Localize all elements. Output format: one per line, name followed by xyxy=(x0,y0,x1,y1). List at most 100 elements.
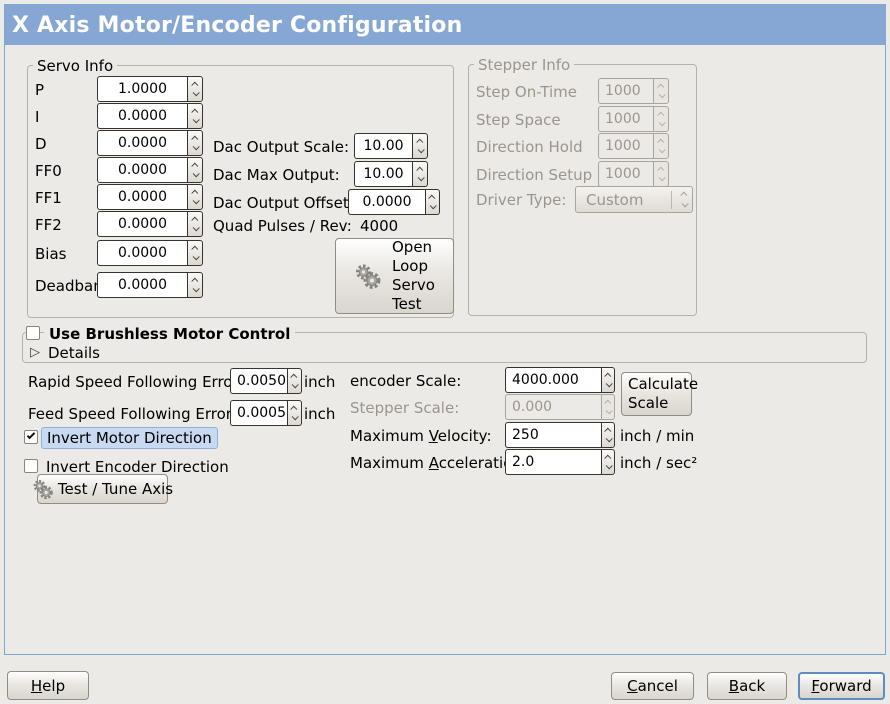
chevron-up-icon xyxy=(656,166,664,174)
chevron-down-icon xyxy=(192,116,200,124)
d-input[interactable]: 0.0000 xyxy=(97,130,187,156)
test-tune-axis-button[interactable]: Test / Tune Axis xyxy=(33,474,173,504)
chevron-down-icon xyxy=(192,197,200,205)
spin-buttons[interactable] xyxy=(187,76,203,102)
p-input[interactable]: 1.0000 xyxy=(97,76,187,102)
chevron-down-icon xyxy=(192,224,200,232)
chevron-up-icon xyxy=(603,427,611,435)
rapid-following-error-input[interactable]: 0.0050 xyxy=(230,368,287,394)
ff2-label: FF2 xyxy=(35,216,62,234)
dac-max-output-input[interactable]: 10.00 xyxy=(354,161,412,187)
deadband-input[interactable]: 0.0000 xyxy=(97,272,187,298)
ff2-spinbox[interactable]: 0.0000 xyxy=(97,211,203,237)
chevron-up-icon xyxy=(190,135,198,143)
spin-buttons[interactable] xyxy=(187,103,203,129)
ff1-spinbox[interactable]: 0.0000 xyxy=(97,184,203,210)
invert-encoder-label[interactable]: Invert Encoder Direction xyxy=(46,458,229,476)
chevron-up-icon xyxy=(190,216,198,224)
details-expander-label[interactable]: Details xyxy=(48,344,101,362)
bias-input[interactable]: 0.0000 xyxy=(97,240,187,266)
ff0-label: FF0 xyxy=(35,162,62,180)
chevron-down-icon xyxy=(291,381,299,389)
bias-spinbox[interactable]: 0.0000 xyxy=(97,240,203,266)
maximum-velocity-unit: inch / min xyxy=(620,427,695,445)
rapid-following-error-unit: inch xyxy=(304,373,336,391)
chevron-up-icon xyxy=(428,194,436,202)
ff2-input[interactable]: 0.0000 xyxy=(97,211,187,237)
maximum-velocity-label: Maximum Velocity: xyxy=(350,427,492,445)
ff0-spinbox[interactable]: 0.0000 xyxy=(97,157,203,183)
p-spinbox[interactable]: 1.0000 xyxy=(97,76,203,102)
encoder-scale-spinbox[interactable]: 4000.000 xyxy=(505,367,615,393)
maximum-velocity-spinbox[interactable]: 250 xyxy=(505,422,615,448)
ff0-input[interactable]: 0.0000 xyxy=(97,157,187,183)
d-spinbox[interactable]: 0.0000 xyxy=(97,130,203,156)
spin-buttons[interactable] xyxy=(412,161,428,187)
maximum-acceleration-input[interactable]: 2.0 xyxy=(505,449,601,475)
chevron-up-icon xyxy=(190,245,198,253)
deadband-spinbox[interactable]: 0.0000 xyxy=(97,272,203,298)
chevron-down-icon xyxy=(605,407,613,415)
invert-motor-label[interactable]: Invert Motor Direction xyxy=(41,427,218,449)
forward-button[interactable]: Forward xyxy=(798,672,885,700)
stepper-info-frame xyxy=(468,64,697,316)
expander-triangle-icon[interactable]: ▷ xyxy=(30,345,40,360)
open-loop-button-label: Open Loop Servo Test xyxy=(392,238,435,313)
spin-buttons[interactable] xyxy=(412,133,428,159)
chevron-down-icon xyxy=(417,146,425,154)
i-input[interactable]: 0.0000 xyxy=(97,103,187,129)
spin-buttons[interactable] xyxy=(601,367,615,393)
spin-buttons[interactable] xyxy=(187,130,203,156)
dac-max-output-spinbox[interactable]: 10.00 xyxy=(354,161,428,187)
feed-following-error-input[interactable]: 0.0005 xyxy=(230,400,287,426)
feed-following-error-unit: inch xyxy=(304,405,336,423)
spin-buttons[interactable] xyxy=(187,211,203,237)
direction-setup-label: Direction Setup xyxy=(476,166,593,184)
cancel-button-label: Cancel xyxy=(627,677,678,695)
spin-buttons xyxy=(653,78,669,104)
spin-buttons[interactable] xyxy=(187,157,203,183)
dac-output-offset-spinbox[interactable]: 0.0000 xyxy=(348,189,440,215)
d-label: D xyxy=(35,135,47,153)
spin-buttons[interactable] xyxy=(601,449,615,475)
calculate-scale-label: Calculate Scale xyxy=(628,375,699,412)
encoder-scale-input[interactable]: 4000.000 xyxy=(505,367,601,393)
gears-icon xyxy=(356,264,381,289)
driver-type-value: Custom xyxy=(586,190,644,209)
maximum-velocity-input[interactable]: 250 xyxy=(505,422,601,448)
spin-buttons[interactable] xyxy=(287,368,302,394)
back-button[interactable]: Back xyxy=(707,672,787,700)
servo-info-frame xyxy=(27,65,454,318)
gears-icon xyxy=(33,479,53,500)
chevron-down-icon xyxy=(658,119,666,127)
ff1-input[interactable]: 0.0000 xyxy=(97,184,187,210)
spin-buttons[interactable] xyxy=(287,400,302,426)
spin-buttons[interactable] xyxy=(187,240,203,266)
quad-pulses-value: 4000 xyxy=(360,217,399,235)
invert-encoder-checkbox[interactable] xyxy=(24,459,38,473)
dac-output-offset-input[interactable]: 0.0000 xyxy=(348,189,425,215)
help-button[interactable]: Help xyxy=(7,671,89,700)
dac-output-scale-spinbox[interactable]: 10.00 xyxy=(354,133,428,159)
cancel-button[interactable]: Cancel xyxy=(611,672,694,700)
spin-buttons xyxy=(653,106,669,132)
spin-buttons[interactable] xyxy=(187,272,203,298)
invert-motor-checkbox[interactable] xyxy=(24,430,38,444)
chevron-up-icon xyxy=(603,454,611,462)
use-brushless-label[interactable]: Use Brushless Motor Control xyxy=(44,325,296,343)
use-brushless-checkbox[interactable] xyxy=(26,326,40,340)
chevron-down-icon xyxy=(192,285,200,293)
forward-button-label: Forward xyxy=(811,677,872,695)
spin-buttons[interactable] xyxy=(425,189,440,215)
i-spinbox[interactable]: 0.0000 xyxy=(97,103,203,129)
calculate-scale-button[interactable]: Calculate Scale xyxy=(621,372,698,416)
maximum-acceleration-spinbox[interactable]: 2.0 xyxy=(505,449,615,475)
feed-following-error-spinbox[interactable]: 0.0005 xyxy=(230,400,302,426)
dac-output-scale-input[interactable]: 10.00 xyxy=(354,133,412,159)
rapid-following-error-spinbox[interactable]: 0.0050 xyxy=(230,368,302,394)
open-loop-servo-test-button[interactable]: Open Loop Servo Test xyxy=(335,238,454,314)
step-on-time-label: Step On-Time xyxy=(476,83,577,101)
direction-hold-input: 1000 xyxy=(598,133,653,159)
spin-buttons[interactable] xyxy=(187,184,203,210)
spin-buttons[interactable] xyxy=(601,422,615,448)
